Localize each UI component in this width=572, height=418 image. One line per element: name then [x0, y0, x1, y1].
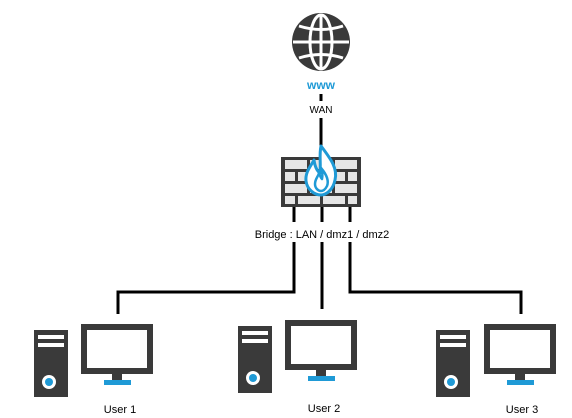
monitor-icon — [285, 320, 357, 381]
monitor-icon — [484, 324, 556, 385]
user-3-workstation — [436, 324, 556, 397]
globe-icon — [292, 13, 350, 71]
wire-user3 — [348, 242, 523, 314]
user-2-workstation — [238, 320, 357, 393]
wire-user1 — [116, 242, 296, 314]
monitor-icon — [81, 324, 153, 385]
computer-tower-icon — [238, 326, 272, 393]
computer-tower-icon — [436, 330, 470, 397]
user-2-label: User 2 — [308, 403, 340, 415]
computer-tower-icon — [34, 330, 68, 397]
firewall-flame-icon — [281, 144, 361, 207]
user-1-label: User 1 — [104, 404, 136, 416]
www-label: www — [306, 78, 336, 92]
user-3-label: User 3 — [506, 404, 538, 416]
user-1-workstation — [34, 324, 153, 397]
bridge-wires — [116, 207, 523, 314]
bridge-label: Bridge : LAN / dmz1 / dmz2 — [255, 229, 390, 241]
wan-label: WAN — [310, 105, 333, 116]
